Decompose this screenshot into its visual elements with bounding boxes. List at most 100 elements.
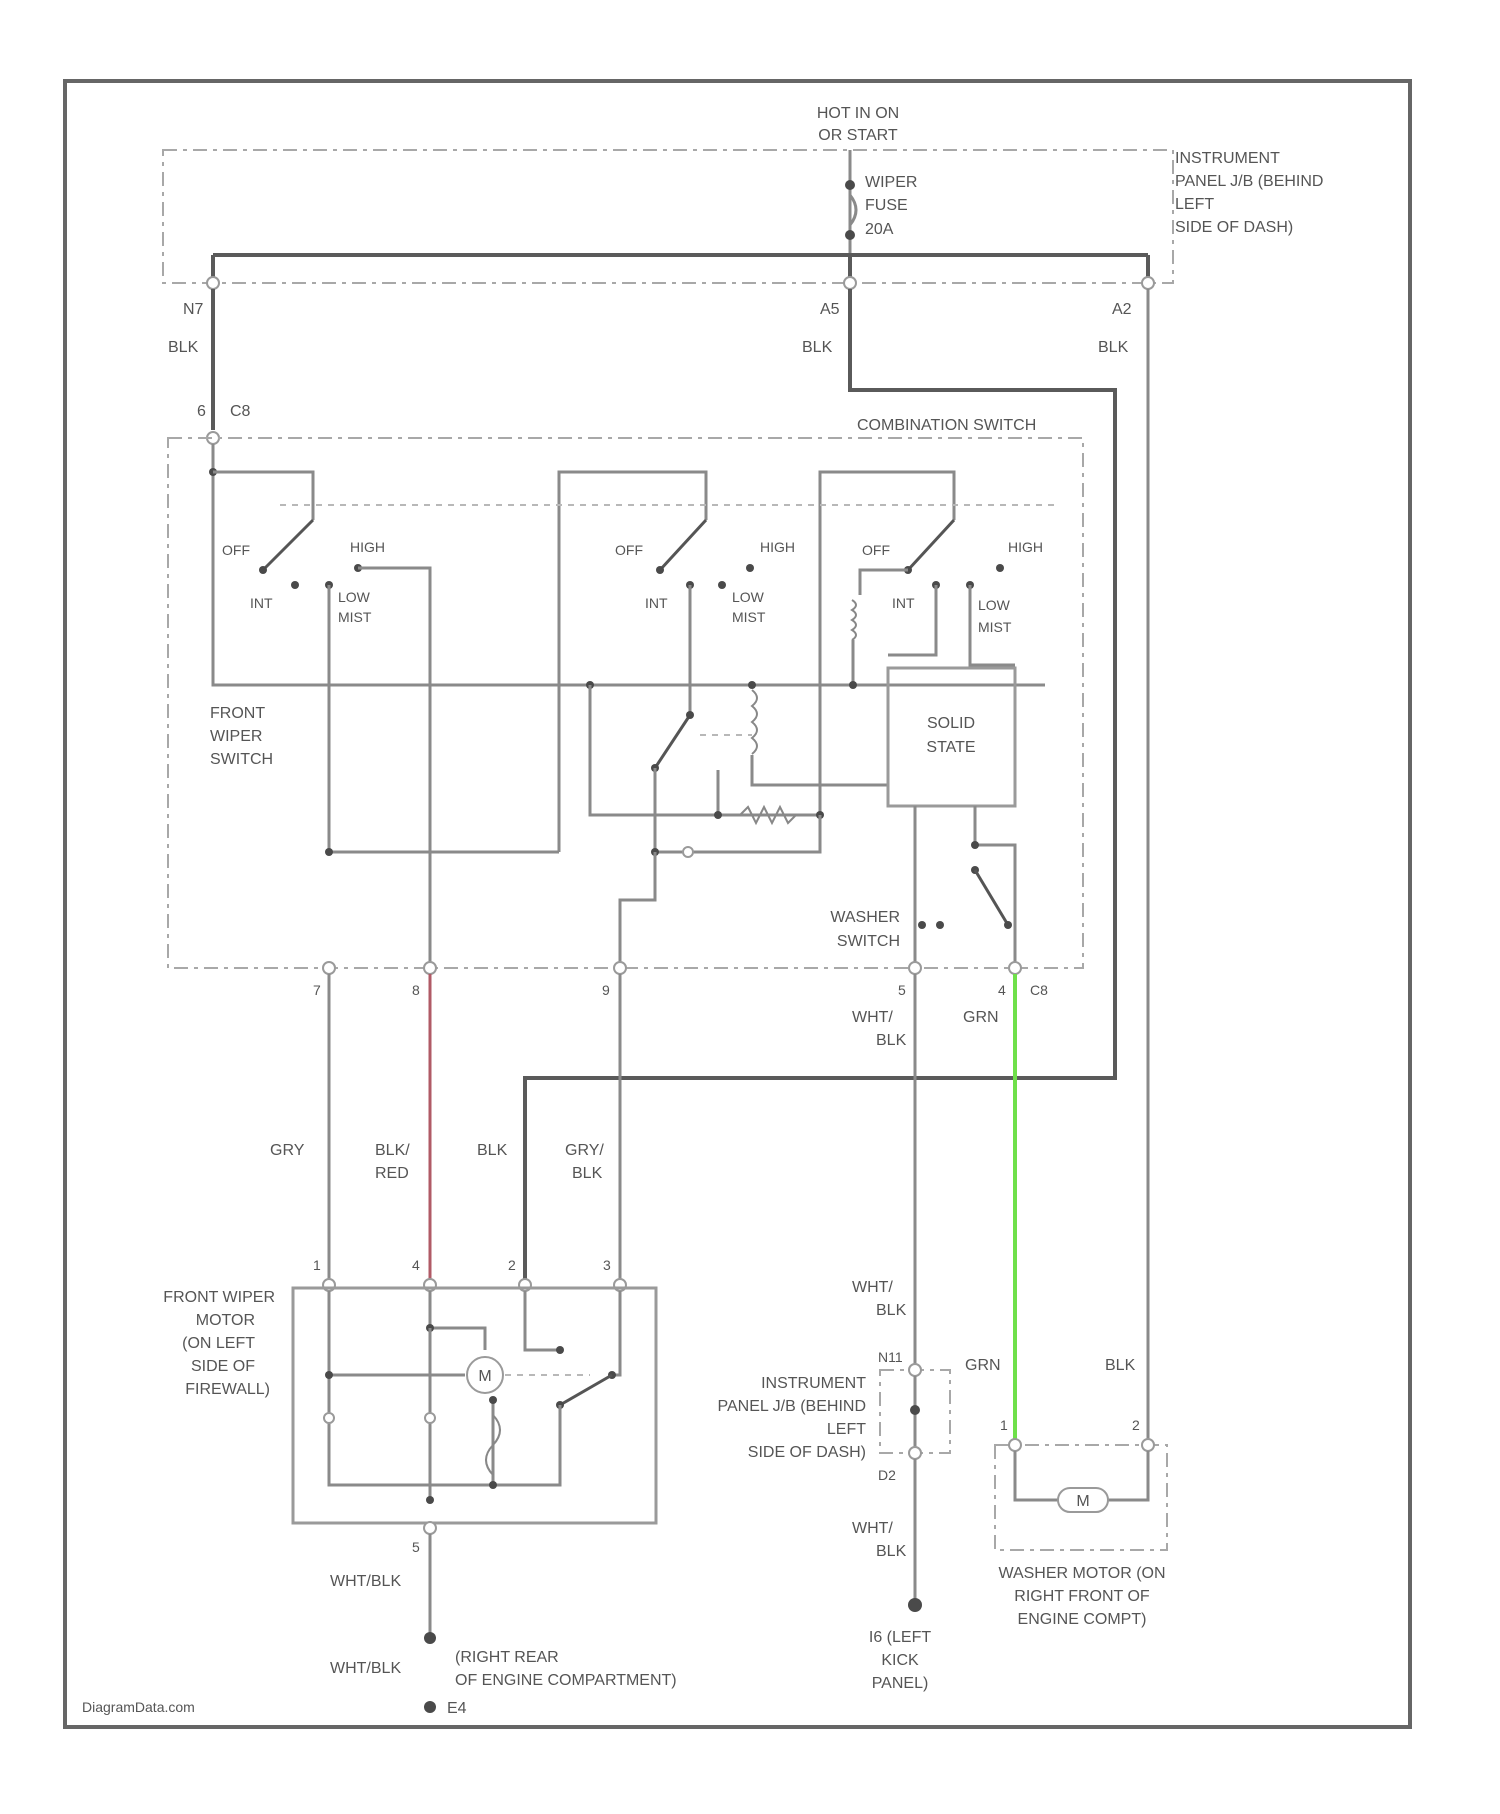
park-contact-1 <box>556 1346 564 1354</box>
sw3-int-label: INT <box>892 595 915 611</box>
motor-pin-2-label: 2 <box>508 1257 516 1273</box>
power-source-line2: OR START <box>818 127 898 144</box>
motor-park-return <box>612 1291 620 1375</box>
fuse-label-line2: FUSE <box>865 197 908 214</box>
ip-jb-bottom-line1: INSTRUMENT <box>761 1375 866 1392</box>
c8-pin-5-label: 5 <box>898 982 906 998</box>
sw3-high <box>996 564 1004 572</box>
front-wiper-switch-line1: FRONT <box>210 705 265 722</box>
wire-wht-blk-a1: WHT/ <box>852 1009 893 1026</box>
pin-a2-label: A2 <box>1112 301 1132 318</box>
sw3-high-label: HIGH <box>1008 539 1043 555</box>
washer-pin-1-label: 1 <box>1000 1417 1008 1433</box>
front-wiper-motor-line2: MOTOR <box>196 1312 255 1329</box>
fuse-terminal-bottom <box>845 230 855 240</box>
sw3-resistor <box>852 600 856 640</box>
wire-blk-b-label: BLK <box>1105 1357 1136 1374</box>
ip-jb-bottom-line3: LEFT <box>827 1421 866 1438</box>
front-wiper-motor-line1: FRONT WIPER <box>163 1289 275 1306</box>
relay-contact-blade <box>655 715 690 768</box>
relay-to-c8-line <box>655 768 820 852</box>
c8-top-pin: 6 <box>197 403 206 420</box>
ip-jb-bottom-splice <box>910 1405 920 1415</box>
front-wiper-switch-line3: SWITCH <box>210 751 273 768</box>
relay-return-line <box>590 685 820 815</box>
motor-diode-1 <box>324 1413 334 1423</box>
solid-state-to-washer <box>975 806 1015 965</box>
sw3-low-label: LOW <box>978 597 1011 613</box>
sw1-feed <box>213 472 313 520</box>
fuse-label-line3: 20A <box>865 221 894 238</box>
ip-jb-bottom-pin-bottom: D2 <box>878 1467 896 1483</box>
front-wiper-motor-line3: (ON LEFT <box>182 1335 255 1352</box>
wire-wht-blk-b2: BLK <box>876 1302 907 1319</box>
motor-node-a <box>489 1396 497 1404</box>
c8-top-conn: C8 <box>230 403 251 420</box>
wire-blk-red-label1: BLK/ <box>375 1142 410 1159</box>
wire-a5-color: BLK <box>802 339 833 356</box>
wire-gry-blk-label1: GRY/ <box>565 1142 604 1159</box>
c8-pin-7-label: 7 <box>313 982 321 998</box>
sw1-int-label: INT <box>250 595 273 611</box>
motor-park-line <box>525 1291 560 1350</box>
washer-pin-2-label: 2 <box>1132 1417 1140 1433</box>
washer-motor-line2: RIGHT FRONT OF <box>1014 1588 1150 1605</box>
ip-jb-bottom-pin-top: N11 <box>878 1349 903 1365</box>
sw1-off-label: OFF <box>222 542 250 558</box>
wire-wht-blk-e: WHT/BLK <box>330 1660 401 1677</box>
washer-sw-top <box>971 841 979 849</box>
sw2-mist-label: MIST <box>732 609 766 625</box>
wire-a2-color: BLK <box>1098 339 1129 356</box>
sw1-low-line <box>329 585 559 852</box>
wire-wht-blk-d: WHT/BLK <box>330 1573 401 1590</box>
wire-blk-label: BLK <box>477 1142 508 1159</box>
diagram-frame <box>65 81 1410 1727</box>
cs-to-pin-9 <box>620 852 655 965</box>
front-wiper-motor-line5: FIREWALL) <box>185 1381 270 1398</box>
ground-e4 <box>424 1701 436 1713</box>
relay-diode <box>683 847 693 857</box>
sw3-mist-label: MIST <box>978 619 1012 635</box>
ground-left-id: E4 <box>447 1700 467 1717</box>
washer-motor-line1: WASHER MOTOR (ON <box>998 1565 1165 1582</box>
washer-motor-m: M <box>1076 1493 1089 1510</box>
washer-switch-line2: SWITCH <box>837 933 900 950</box>
park-switch-blade <box>560 1375 612 1405</box>
fuse-terminal-top <box>845 180 855 190</box>
washer-switch-line1: WASHER <box>830 909 900 926</box>
sw3-off-line <box>860 570 908 595</box>
wire-grn-label: GRN <box>963 1009 999 1026</box>
combination-switch-label: COMBINATION SWITCH <box>857 417 1036 434</box>
pin-a2 <box>1142 277 1154 289</box>
sw1-high-line <box>358 568 430 965</box>
sw2-blade <box>660 520 706 570</box>
washer-pin-1 <box>1009 1439 1021 1451</box>
sw2-high-label: HIGH <box>760 539 795 555</box>
washer-internal-right <box>1108 1451 1148 1500</box>
front-wiper-motor-line4: SIDE OF <box>191 1358 255 1375</box>
pin-a5-label: A5 <box>820 301 840 318</box>
ip-jb-top-outline <box>163 150 1173 283</box>
washer-switch-blade <box>975 870 1008 925</box>
c8-pin-8-label: 8 <box>412 982 420 998</box>
watermark: DiagramData.com <box>82 1699 195 1715</box>
ip-jb-top-label-line3: LEFT <box>1175 196 1214 213</box>
c8-pin-8 <box>424 962 436 974</box>
ip-jb-bottom-line4: SIDE OF DASH) <box>748 1444 866 1461</box>
pin-n7-label: N7 <box>183 301 204 318</box>
washer-motor-line3: ENGINE COMPT) <box>1018 1611 1147 1628</box>
ground-splice <box>424 1632 436 1644</box>
ground-left-line1: (RIGHT REAR <box>455 1649 559 1666</box>
c8-pin-4 <box>1009 962 1021 974</box>
motor-pin-5-label: 5 <box>412 1539 420 1555</box>
sw3-off-label: OFF <box>862 542 890 558</box>
pin-a5 <box>844 277 856 289</box>
c8-pin-4-label: 4 <box>998 982 1006 998</box>
sw1-off <box>259 566 267 574</box>
motor-pin-4-label: 4 <box>412 1257 420 1273</box>
sw1-low-label: LOW <box>338 589 371 605</box>
sw1-high-label: HIGH <box>350 539 385 555</box>
ip-jb-pin-d2 <box>909 1447 921 1459</box>
cs-node-low <box>325 848 333 856</box>
washer-sw-contact-mid <box>936 921 944 929</box>
